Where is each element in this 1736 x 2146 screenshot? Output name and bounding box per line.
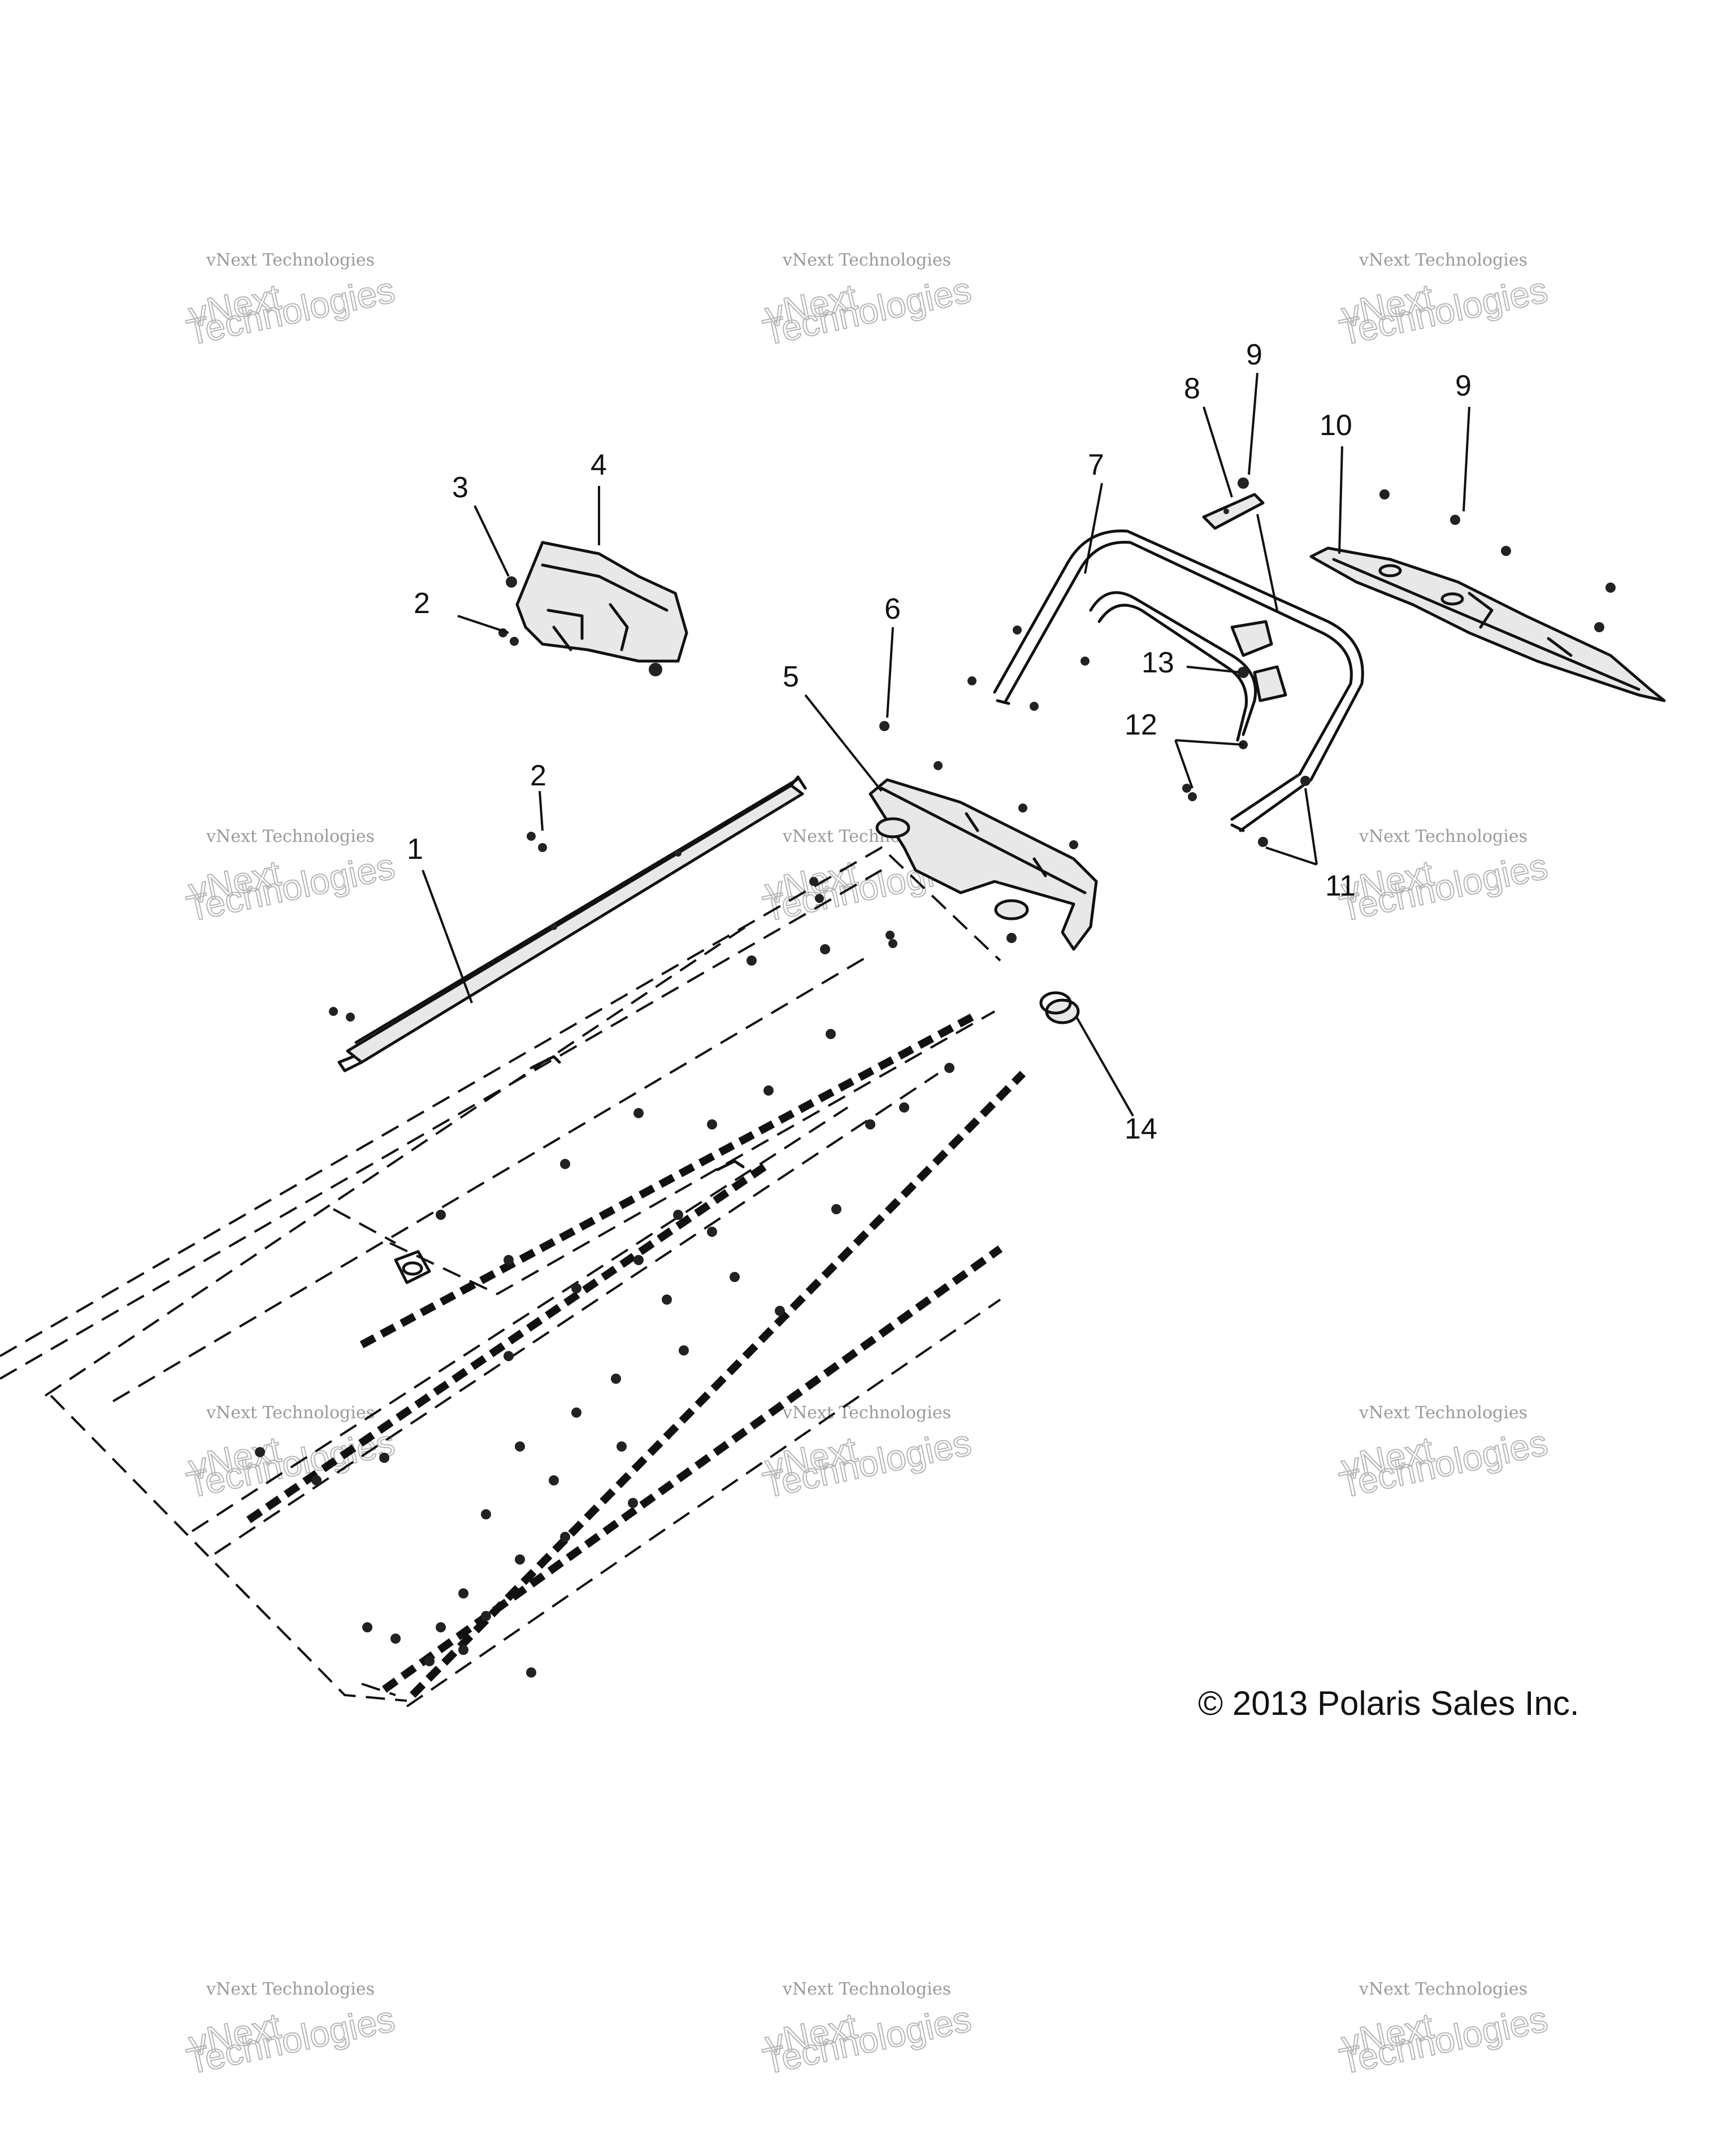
watermark: vNext vNext Technologies Technologies — [183, 250, 398, 354]
leader-lines — [422, 372, 1470, 1117]
svg-text:vNext Technologies: vNext Technologies — [782, 250, 951, 270]
watermark: vNext vNext Technologies Technologies — [183, 827, 398, 930]
svg-text:vNext Technologies: vNext Technologies — [1359, 827, 1527, 846]
part-7-frame — [993, 529, 1364, 832]
svg-text:Technologies: Technologies — [760, 269, 974, 353]
callout-2: 2 — [530, 759, 546, 792]
callout-9: 9 — [1246, 338, 1262, 371]
callout-10: 10 — [1320, 409, 1352, 442]
callout-13: 13 — [1142, 646, 1174, 679]
svg-text:vNext Technologies: vNext Technologies — [206, 827, 375, 846]
callout-3: 3 — [452, 471, 468, 504]
svg-text:Technologies: Technologies — [1336, 269, 1551, 353]
svg-text:vNext Technologies: vNext Technologies — [782, 1979, 951, 1999]
svg-text:Technologies: Technologies — [760, 1422, 974, 1505]
svg-text:vNext Technologies: vNext Technologies — [1359, 250, 1527, 270]
watermark: vNext vNext Technologies Technologies — [1335, 827, 1551, 930]
svg-text:Technologies: Technologies — [1336, 845, 1551, 929]
svg-text:vNext Technologies: vNext Technologies — [206, 250, 375, 270]
callout-8: 8 — [1184, 372, 1200, 405]
svg-text:Technologies: Technologies — [183, 269, 398, 353]
svg-text:Technologies: Technologies — [1336, 1998, 1551, 2082]
part-14-plug — [1039, 991, 1080, 1024]
watermark: vNext vNext Technologies Technologies — [1335, 250, 1551, 354]
callout-11: 11 — [1325, 870, 1356, 902]
copyright-notice: © 2013 Polaris Sales Inc. — [1198, 1684, 1579, 1722]
fasteners — [329, 477, 1616, 1022]
callout-6: 6 — [884, 593, 901, 625]
svg-text:Technologies: Technologies — [183, 845, 398, 929]
tunnel-outline — [0, 846, 1026, 1708]
callouts: 1 2 2 3 4 5 6 7 8 9 9 10 11 12 13 14 — [407, 338, 1472, 1145]
tunnel-holes — [255, 944, 954, 1678]
part-10-plate — [1309, 546, 1666, 702]
callout-4: 4 — [591, 449, 607, 481]
part-8-plate — [1202, 493, 1265, 530]
watermark: vNext vNext Technologies Technologies — [1335, 1979, 1551, 2083]
svg-text:vNext Technologies: vNext Technologies — [782, 1403, 951, 1423]
callout-12: 12 — [1125, 709, 1157, 741]
part-1-rail — [337, 775, 807, 1072]
callout-2: 2 — [414, 587, 430, 620]
callout-5: 5 — [783, 661, 799, 693]
svg-text:vNext Technologies: vNext Technologies — [206, 1979, 375, 1999]
callout-7: 7 — [1088, 449, 1104, 481]
svg-text:vNext Technologies: vNext Technologies — [206, 1403, 375, 1423]
watermark: vNext vNext Technologies Technologies — [759, 1403, 975, 1506]
watermark: vNext vNext Technologies Technologies — [1335, 1403, 1551, 1506]
svg-text:Technologies: Technologies — [1336, 1422, 1551, 1505]
watermark: vNext vNext Technologies Technologies — [759, 1979, 975, 2083]
watermark: vNext vNext Technologies Technologies — [183, 1979, 398, 2083]
svg-text:Technologies: Technologies — [760, 1998, 974, 2082]
callout-14: 14 — [1125, 1113, 1157, 1145]
svg-text:Technologies: Technologies — [183, 1998, 398, 2082]
svg-text:vNext Technologies: vNext Technologies — [1359, 1403, 1527, 1423]
part-4-cover — [515, 541, 688, 663]
watermark: vNext vNext Technologies Technologies — [759, 250, 975, 354]
callout-9: 9 — [1455, 370, 1472, 402]
part-5-bracket — [869, 778, 1098, 951]
svg-text:vNext Technologies: vNext Technologies — [1359, 1979, 1527, 1999]
callout-1: 1 — [407, 833, 423, 866]
